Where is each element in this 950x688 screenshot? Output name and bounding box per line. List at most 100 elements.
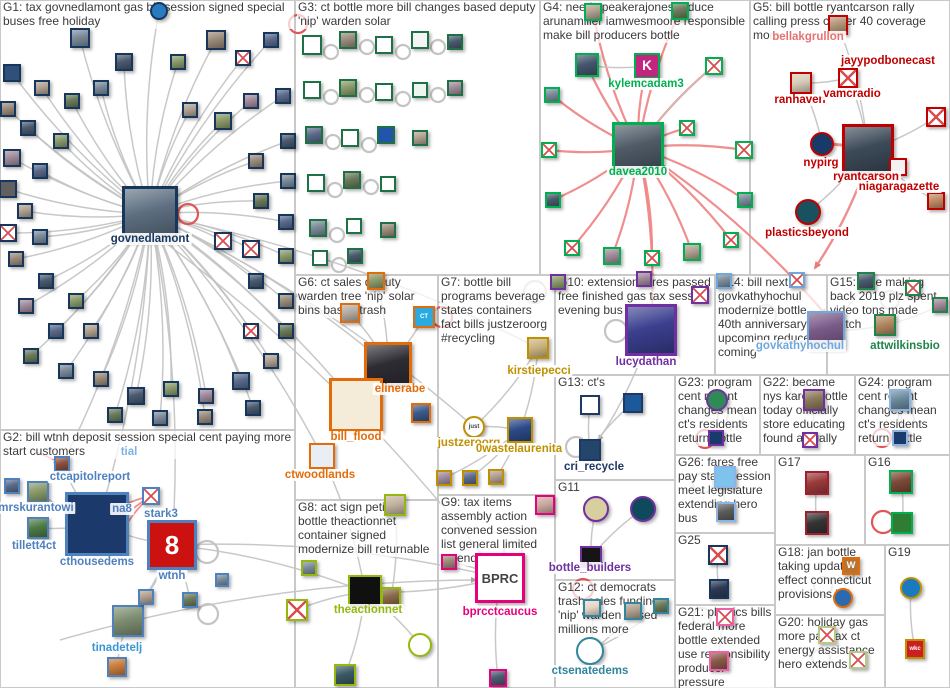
node-bprcctcaucus[interactable]: BPRC <box>475 553 525 603</box>
avatar-node[interactable] <box>488 469 504 485</box>
avatar-node[interactable] <box>339 79 357 97</box>
missing-avatar-node[interactable] <box>716 608 734 626</box>
missing-avatar-node[interactable] <box>705 57 723 75</box>
missing-avatar-node[interactable] <box>679 120 695 136</box>
avatar-node[interactable] <box>892 430 908 446</box>
avatar-node[interactable] <box>671 2 689 20</box>
avatar-node[interactable] <box>603 247 621 265</box>
avatar-node[interactable] <box>447 34 463 50</box>
avatar-node[interactable] <box>833 588 853 608</box>
avatar-node[interactable] <box>3 149 21 167</box>
missing-avatar-node[interactable] <box>735 141 753 159</box>
avatar-node[interactable] <box>275 88 291 104</box>
node-cri_recycle[interactable] <box>579 439 601 461</box>
avatar-node[interactable] <box>545 192 561 208</box>
avatar-node[interactable] <box>367 272 385 290</box>
node-ranhaven[interactable] <box>790 72 812 94</box>
missing-avatar-node[interactable] <box>564 240 580 256</box>
missing-avatar-node[interactable] <box>243 323 259 339</box>
avatar-node[interactable] <box>462 470 478 486</box>
avatar-node[interactable] <box>32 229 48 245</box>
avatar-node[interactable] <box>107 657 127 677</box>
avatar-node[interactable] <box>182 592 198 608</box>
missing-avatar-node[interactable] <box>818 626 836 644</box>
avatar-node[interactable] <box>580 395 600 415</box>
node-mrskurantowi[interactable] <box>27 481 49 503</box>
avatar-node[interactable] <box>584 3 602 21</box>
avatar-node[interactable] <box>377 126 395 144</box>
avatar-node[interactable] <box>64 93 80 109</box>
missing-avatar-node[interactable] <box>905 280 921 296</box>
avatar-node[interactable] <box>384 494 406 516</box>
avatar-node[interactable] <box>115 53 133 71</box>
avatar-node[interactable] <box>18 298 34 314</box>
avatar-node[interactable] <box>709 651 729 671</box>
avatar-node[interactable] <box>339 31 357 49</box>
avatar-node[interactable] <box>624 602 642 620</box>
avatar-node[interactable] <box>263 353 279 369</box>
missing-avatar-node[interactable] <box>849 651 867 669</box>
node-plasticsbeyond[interactable] <box>795 199 821 225</box>
avatar-node[interactable] <box>303 81 321 99</box>
node-0wastelaurenita[interactable] <box>507 417 533 443</box>
avatar-node[interactable] <box>32 163 48 179</box>
avatar-node[interactable] <box>412 130 428 146</box>
avatar-node[interactable] <box>197 409 213 425</box>
avatar-node[interactable] <box>583 599 601 617</box>
avatar-node[interactable] <box>309 219 327 237</box>
missing-avatar-node[interactable] <box>926 107 946 127</box>
avatar-node[interactable] <box>380 176 396 192</box>
missing-avatar-node[interactable] <box>541 142 557 158</box>
avatar-node[interactable] <box>623 393 643 413</box>
avatar-node[interactable] <box>544 87 560 103</box>
avatar-node[interactable] <box>107 407 123 423</box>
avatar-node[interactable] <box>891 512 913 534</box>
avatar-node[interactable] <box>23 348 39 364</box>
avatar-node[interactable] <box>93 80 109 96</box>
avatar-node[interactable] <box>900 577 922 599</box>
avatar-node[interactable] <box>48 323 64 339</box>
avatar-node[interactable] <box>550 274 566 290</box>
avatar-node[interactable] <box>340 303 360 323</box>
avatar-node[interactable] <box>408 633 432 657</box>
avatar-node[interactable] <box>411 31 429 49</box>
avatar-node[interactable] <box>278 214 294 230</box>
avatar-node[interactable] <box>0 180 17 198</box>
avatar-node[interactable] <box>447 80 463 96</box>
avatar-node[interactable] <box>263 32 279 48</box>
avatar-node[interactable] <box>380 222 396 238</box>
avatar-node[interactable] <box>805 471 829 495</box>
avatar-node[interactable] <box>489 669 507 687</box>
avatar-node[interactable] <box>630 496 656 522</box>
avatar-node[interactable] <box>857 272 875 290</box>
avatar-node[interactable]: W <box>842 557 860 575</box>
avatar-node[interactable] <box>83 323 99 339</box>
avatar-node[interactable] <box>575 53 599 77</box>
missing-avatar-node[interactable] <box>214 232 232 250</box>
avatar-node[interactable] <box>716 502 736 522</box>
avatar-node[interactable] <box>932 297 948 313</box>
avatar-node[interactable] <box>53 133 69 149</box>
avatar-node[interactable] <box>716 273 732 289</box>
avatar-node[interactable] <box>535 495 555 515</box>
avatar-node[interactable] <box>302 35 322 55</box>
missing-avatar-node[interactable] <box>802 432 818 448</box>
avatar-node[interactable] <box>198 388 214 404</box>
missing-avatar-node[interactable] <box>235 50 251 66</box>
avatar-node[interactable] <box>243 93 259 109</box>
missing-avatar-node[interactable] <box>286 599 308 621</box>
node-ctcapitolreport[interactable] <box>54 456 70 472</box>
avatar-node[interactable] <box>232 372 250 390</box>
avatar-node[interactable] <box>214 112 232 130</box>
avatar-node[interactable] <box>138 589 154 605</box>
missing-avatar-node[interactable] <box>644 250 660 266</box>
avatar-node[interactable] <box>152 410 168 426</box>
missing-avatar-node[interactable] <box>723 232 739 248</box>
avatar-node[interactable] <box>411 403 431 423</box>
missing-avatar-node[interactable] <box>242 240 260 258</box>
missing-avatar-node[interactable] <box>691 286 709 304</box>
node-wtnh[interactable]: 8 <box>147 520 197 570</box>
avatar-node[interactable] <box>278 248 294 264</box>
avatar-node[interactable] <box>38 273 54 289</box>
missing-avatar-node[interactable] <box>789 272 805 288</box>
